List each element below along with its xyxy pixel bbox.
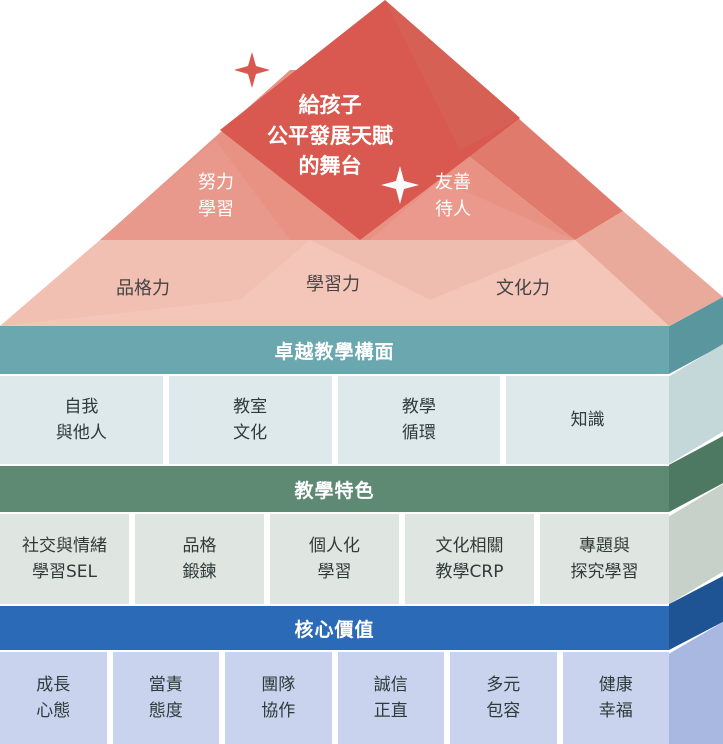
value-item: 健康 幸福: [562, 652, 669, 744]
roof-left-label: 努力 學習: [198, 172, 234, 220]
sparkle-icon: [381, 166, 419, 204]
feature-item: 文化相關 教學CRP: [405, 514, 534, 604]
values-row: 成長 心態 當責 態度 團隊 協作 誠信 正直 多元 包容 健康 幸福: [0, 652, 669, 744]
core-values-band: 核心價值: [0, 606, 669, 650]
teaching-item: 自我 與他人: [0, 376, 163, 464]
teaching-dimensions-band: 卓越教學構面: [0, 326, 669, 374]
teaching-item: 知識: [506, 376, 669, 464]
roof-graphic: [0, 0, 723, 326]
roof-base-label: 文化力: [496, 277, 550, 299]
teaching-item: 教學 循環: [337, 376, 501, 464]
value-item: 團隊 協作: [225, 652, 332, 744]
roof-base-label: 學習力: [306, 273, 360, 295]
value-item: 成長 心態: [0, 652, 107, 744]
sparkle-icon: [234, 52, 270, 88]
value-item: 多元 包容: [450, 652, 557, 744]
roof-top-label: 給孩子 公平發展天賦 的舞台: [267, 93, 393, 179]
teaching-row: 自我 與他人 教室 文化 教學 循環 知識: [0, 376, 669, 464]
roof-base-label: 品格力: [116, 277, 170, 299]
feature-item: 社交與情緒 學習SEL: [0, 514, 129, 604]
roof-right-label: 友善 待人: [435, 172, 471, 220]
features-row: 社交與情緒 學習SEL 品格 鍛鍊 個人化 學習 文化相關 教學CRP 專題與 …: [0, 514, 669, 604]
feature-item: 個人化 學習: [270, 514, 399, 604]
feature-item: 專題與 探究學習: [540, 514, 669, 604]
feature-item: 品格 鍛鍊: [135, 514, 264, 604]
teaching-features-band: 教學特色: [0, 466, 669, 512]
value-item: 當責 態度: [112, 652, 219, 744]
teaching-item: 教室 文化: [168, 376, 332, 464]
value-item: 誠信 正直: [337, 652, 444, 744]
